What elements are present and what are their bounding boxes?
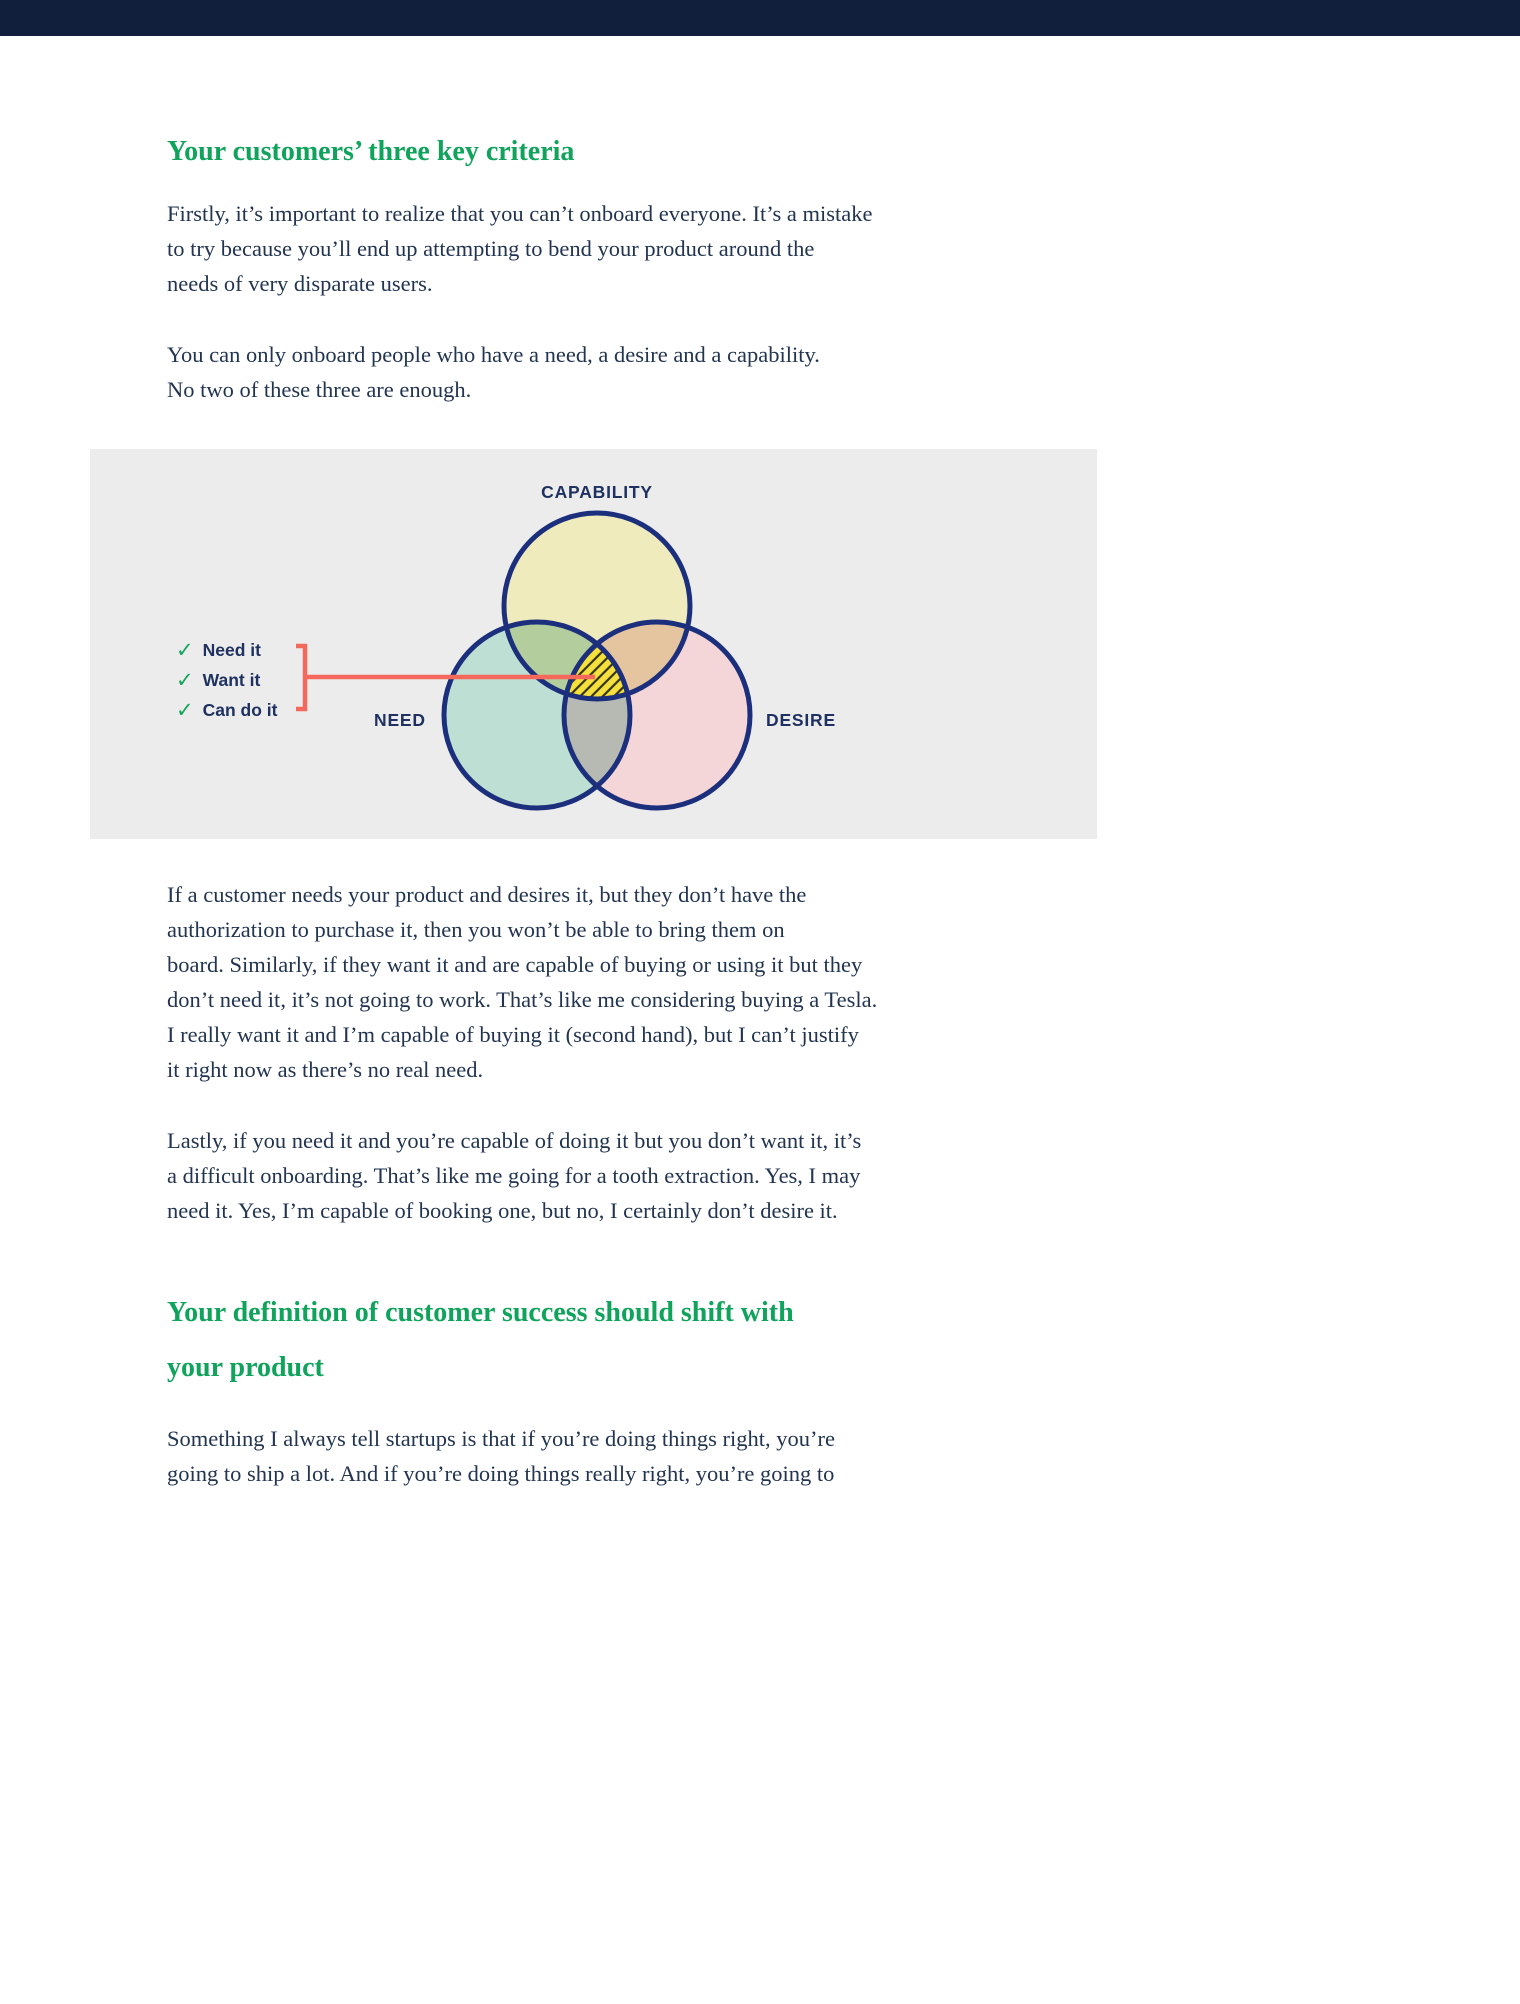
- legend-label: Want it: [202, 669, 261, 690]
- legend-label: Need it: [202, 639, 261, 660]
- venn-circle-outlines: [441, 510, 753, 811]
- legend-item-want-it: ✓ Want it: [176, 665, 277, 695]
- paragraph-tooth-extraction: Lastly, if you need it and you’re capabl…: [167, 1128, 862, 1223]
- paragraph-ship-a-lot: Something I always tell startups is that…: [167, 1426, 836, 1487]
- desire-label: DESIRE: [766, 710, 836, 730]
- check-icon: ✓: [176, 697, 194, 722]
- top-bar: [0, 0, 1520, 36]
- venn-diagram: [296, 510, 753, 811]
- legend-label: Can do it: [202, 699, 278, 720]
- capability-label: CAPABILITY: [541, 482, 653, 502]
- legend-item-need-it: ✓ Need it: [176, 635, 277, 665]
- check-icon: ✓: [176, 667, 194, 692]
- paragraph-tesla-example: If a customer needs your product and des…: [167, 882, 878, 1082]
- check-icon: ✓: [176, 637, 194, 662]
- venn-diagram-figure: CAPABILITY NEED DESIRE ✓ Need it ✓ Want …: [90, 449, 1097, 839]
- legend-item-can-do-it: ✓ Can do it: [176, 695, 277, 725]
- section-heading-three-key-criteria: Your customers’ three key criteria: [167, 136, 575, 167]
- section-heading-customer-success-shift: Your definition of customer success shou…: [167, 1297, 794, 1383]
- pointer-line: [296, 643, 595, 712]
- paragraph-onboard-everyone: Firstly, it’s important to realize that …: [167, 201, 873, 296]
- triple-intersection: [564, 622, 630, 699]
- page-content: Your customers’ three key criteria First…: [0, 136, 1520, 1491]
- legend: ✓ Need it ✓ Want it ✓ Can do it: [176, 635, 277, 725]
- need-label: NEED: [374, 710, 426, 730]
- paragraph-need-desire-capability: You can only onboard people who have a n…: [167, 342, 820, 402]
